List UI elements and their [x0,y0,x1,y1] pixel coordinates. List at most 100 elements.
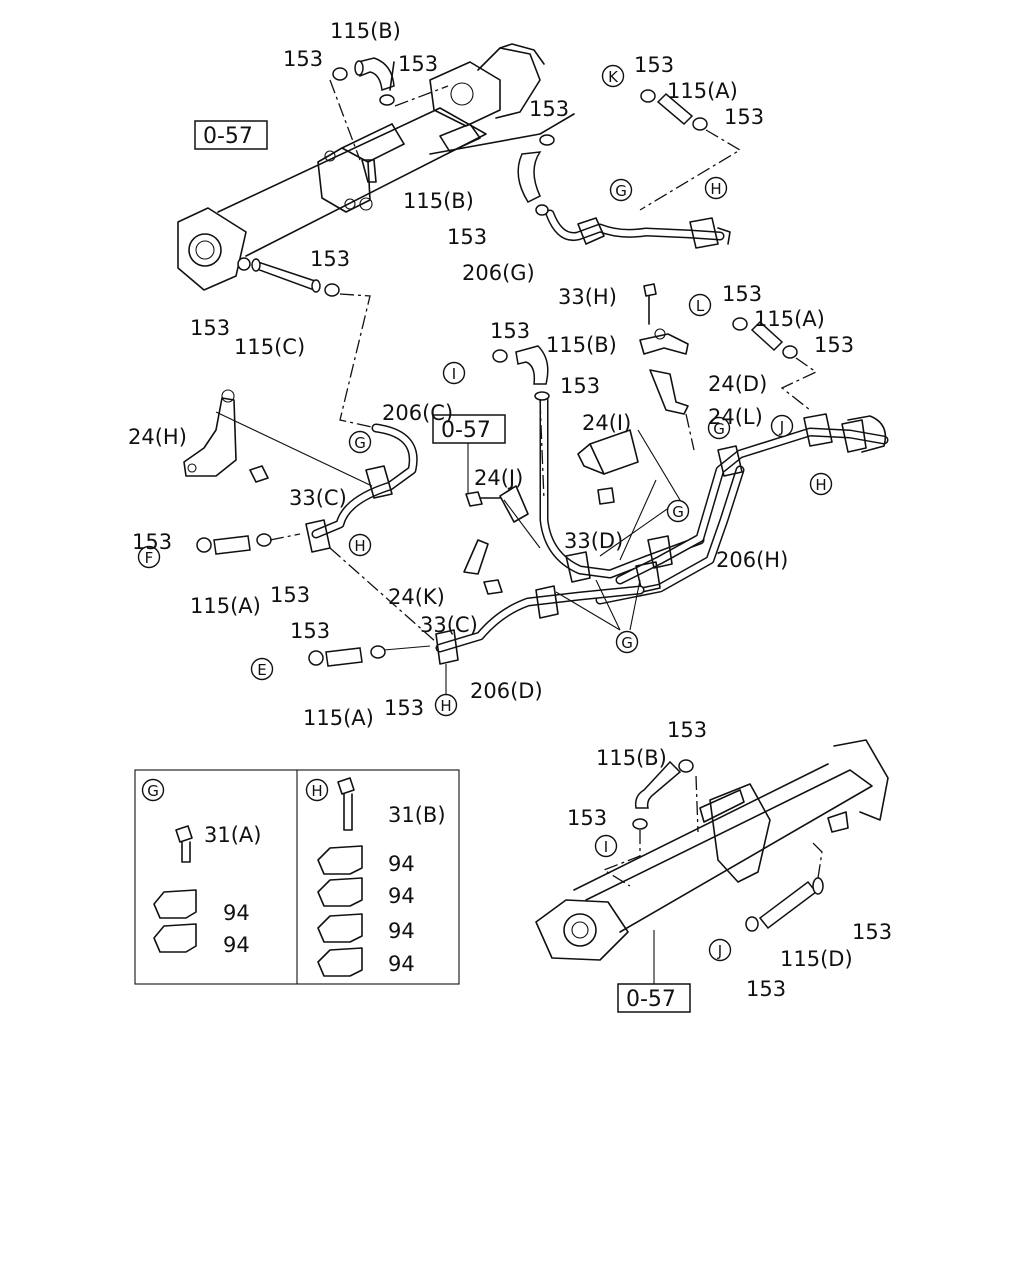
circle-marker-g: G [609,178,633,202]
bolt-33h [643,283,657,325]
circle-marker-h: H [704,176,728,200]
callout-label: 94 [388,952,415,976]
callout-label: 94 [388,919,415,943]
circle-marker-letter: H [440,697,451,715]
callout-label: 33(H) [558,285,617,309]
leader-115a-top [639,129,742,211]
callout-label: 153 [283,47,323,71]
callout-label: 153 [290,619,330,643]
callout-label: 153 [384,696,424,720]
reference-label: 0-57 [203,124,253,149]
leader-153-top [429,113,575,155]
egr-cooler-lower [535,739,889,961]
circle-marker-letter: J [717,942,722,960]
callout-label: 153 [529,97,569,121]
bracket-24i [577,429,639,475]
callout-label: 153 [270,583,310,607]
callout-label: 31(B) [388,803,446,827]
callout-label: 153 [560,374,600,398]
bolt-33-mid [465,491,501,507]
callout-label: 153 [667,718,707,742]
detail-h-hardware [317,777,363,977]
callout-label: 115(A) [303,706,374,730]
reference-label: 0-57 [626,987,676,1012]
circle-marker-i: I [594,834,618,858]
hose-115a-right [732,317,798,359]
callout-label: 115(B) [546,333,617,357]
leader-206c-lower [269,533,437,643]
circle-marker-letter: I [604,838,608,856]
egr-cooler-upper [177,43,545,291]
leader-upper-left [329,79,449,161]
circle-marker-k: K [601,64,625,88]
bolt-33c-mid [483,579,503,595]
hose-115c [237,257,340,297]
reference-box: 0-57 [617,983,691,1013]
hose-115a-top [640,89,708,131]
leader-g-bottom [555,579,641,631]
callout-label: 153 [490,319,530,343]
leader-153-bottom [383,645,431,651]
circle-marker-letter: G [354,434,366,452]
leader-153-center [539,399,545,501]
circle-marker-letter: H [710,180,721,198]
callout-label: 24(J) [474,466,523,490]
callout-label: 115(B) [330,19,401,43]
callout-label: 115(A) [190,594,261,618]
circle-marker-letter: K [608,68,619,86]
bracket-24h [183,389,237,477]
hose-115a-bottom [308,645,386,667]
circle-marker-h: H [809,472,833,496]
callout-label: 115(B) [403,189,474,213]
bolt-33c-left [249,465,269,483]
circle-marker-letter: I [452,365,456,383]
callout-label: 206(C) [382,401,453,425]
leader-24h [215,411,373,487]
callout-label: 206(D) [470,679,543,703]
pipe-206d [435,585,645,665]
circle-marker-letter: G [621,634,633,652]
leader-206c [339,293,377,429]
callout-label: 31(A) [204,823,261,847]
pipe-206g [545,209,731,249]
callout-label: 94 [223,901,250,925]
circle-marker-l: L [688,293,712,317]
clamp-153-upper-b [379,94,395,106]
callout-label: 153 [310,247,350,271]
leader-115a-right [780,357,818,411]
callout-label: 115(A) [667,79,738,103]
circle-marker-g: G [666,499,690,523]
callout-label: 153 [814,333,854,357]
circle-marker-letter: H [311,782,322,800]
callout-label: 24(K) [388,585,445,609]
callout-label: 115(C) [234,335,305,359]
reference-boxes: 0-57 0-57 0-57 [194,120,691,1013]
bolt-33d [597,487,615,505]
detail-box [134,769,460,985]
callout-label: 115(B) [596,746,667,770]
callout-label: 115(A) [754,307,825,331]
callout-label: 94 [223,933,250,957]
circle-marker-e: E [250,657,274,681]
callout-label: 33(D) [564,529,623,553]
reference-box: 0-57 [432,414,506,444]
bracket-24d [639,328,689,355]
clamp-153-upper-a [332,67,348,81]
callout-label: 94 [388,884,415,908]
circle-marker-h: H [305,778,329,802]
hose-115a-left [196,533,272,555]
circle-marker-g: G [707,416,731,440]
callout-label: 24(D) [708,372,767,396]
bracket-24k [463,539,489,575]
circle-marker-letter: G [615,182,627,200]
hose-115b-top-right [517,134,555,216]
circle-marker-j: J [770,414,794,438]
leader-24j [503,499,541,549]
callout-label: 24(I) [582,411,631,435]
circle-marker-j: J [708,938,732,962]
callout-label: 153 [398,52,438,76]
circle-marker-h: H [434,693,458,717]
circle-marker-letter: E [257,661,266,679]
leader-115d [811,841,823,879]
